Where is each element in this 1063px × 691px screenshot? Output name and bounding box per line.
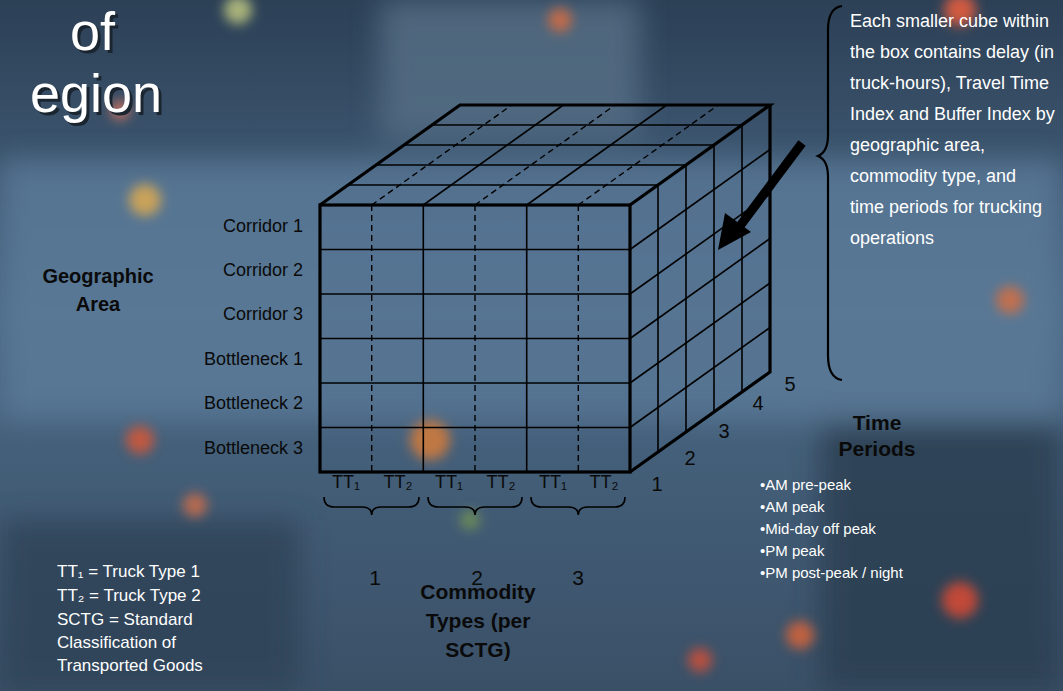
row-label: Bottleneck 1	[130, 349, 303, 371]
time-period-item: •AM peak	[760, 496, 970, 518]
row-label: Corridor 1	[130, 216, 303, 238]
time-period-number: 5	[775, 372, 805, 396]
axis-title: Time Periods	[817, 410, 937, 462]
truck-type-label: TT₂	[579, 472, 629, 494]
axis-title: Commodity Types (per SCTG)	[403, 577, 553, 664]
row-label: Corridor 3	[130, 304, 303, 326]
time-period-number: 1	[642, 472, 672, 496]
commodity-number: 1	[355, 565, 395, 590]
truck-type-label: TT₂	[476, 472, 526, 494]
time-period-item: •AM pre-peak	[760, 474, 970, 496]
time-period-number: 4	[743, 391, 773, 415]
key-note: TT₁ = Truck Type 1	[57, 560, 257, 583]
truck-type-label: TT₁	[528, 472, 578, 494]
row-label: Bottleneck 2	[130, 393, 303, 415]
row-label: Corridor 2	[130, 260, 303, 282]
time-period-number: 2	[675, 446, 705, 470]
slide-title: of egion	[30, 0, 195, 124]
time-period-number: 3	[709, 419, 739, 443]
commodity-number: 3	[558, 565, 598, 590]
row-label: Bottleneck 3	[130, 438, 303, 460]
time-period-item: •PM peak	[760, 540, 970, 562]
truck-type-label: TT₁	[424, 472, 474, 494]
key-note: SCTG = Standard Classification of Transp…	[57, 608, 257, 677]
axis-title: Geographic Area	[28, 262, 168, 318]
truck-type-label: TT₁	[321, 472, 371, 494]
time-period-item: •Mid-day off peak	[760, 518, 970, 540]
time-period-item: •PM post-peak / night	[760, 562, 950, 584]
callout-note: Each smaller cube within the box contain…	[850, 6, 1055, 254]
truck-type-label: TT₂	[373, 472, 423, 494]
key-note: TT₂ = Truck Type 2	[57, 584, 257, 607]
